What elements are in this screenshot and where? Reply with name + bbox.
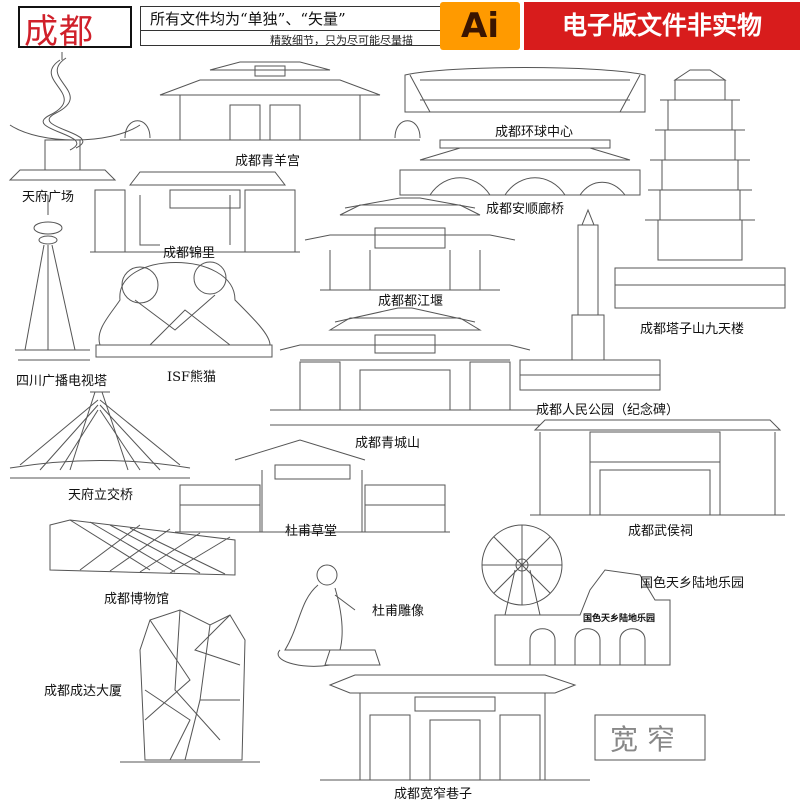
ai-logo-icon: [440, 2, 520, 50]
tv-tower-drawing: [15, 195, 90, 360]
wuhou-shrine-drawing: [530, 420, 785, 515]
page-title: 成都: [24, 12, 94, 52]
land-park-sign: 国色天乡陆地乐园: [583, 614, 656, 624]
label-anshun-bridge: 成都安顺廊桥: [486, 202, 565, 217]
label-wuhou-shrine: 成都武侯祠: [628, 524, 694, 539]
label-qingyang-palace: 成都青羊宫: [235, 154, 301, 169]
land-park-drawing: [482, 525, 670, 665]
label-dufu-cottage: 杜甫草堂: [285, 524, 338, 539]
banner-text: 电子版文件非实物: [561, 11, 762, 40]
label-tianfu-overpass: 天府立交桥: [68, 488, 134, 503]
title-frame: [18, 6, 132, 48]
anshun-bridge-drawing: [400, 140, 640, 195]
label-chengda-building: 成都成达大厦: [44, 684, 123, 699]
dujiangyan-gate-drawing: [305, 198, 515, 290]
label-panda: ISF熊猫: [167, 370, 217, 385]
notice-frame: [140, 6, 462, 46]
label-tazishan: 成都塔子山九天楼: [640, 322, 745, 337]
museum-drawing: [50, 520, 235, 575]
label-jinli: 成都锦里: [163, 246, 216, 261]
dufu-statue-drawing: [278, 565, 380, 666]
label-tianfu-square: 天府广场: [22, 190, 75, 205]
notice-line-2: 精致细节，只为尽可能尽量描: [270, 34, 413, 47]
dufu-cottage-drawing: [175, 440, 450, 532]
jinli-gate-drawing: [90, 172, 300, 252]
label-dufu-statue: 杜甫雕像: [372, 604, 425, 619]
label-museum: 成都博物馆: [104, 592, 170, 607]
notice-line-1: 所有文件均为“单独”、“矢量”: [150, 10, 346, 28]
tianfu-overpass-drawing: [10, 392, 190, 478]
kuanzhai-plaque: 宽 窄: [610, 723, 675, 756]
tazishan-pagoda-drawing: [615, 70, 785, 308]
global-center-drawing: [405, 68, 645, 113]
qingchengshan-gate-drawing: [270, 308, 540, 425]
kuanzhai-alley-drawing: [320, 675, 705, 780]
label-global-center: 成都环球中心: [495, 125, 574, 140]
label-kuanzhai-alley: 成都宽窄巷子: [394, 787, 473, 802]
panda-sculpture-drawing: [96, 262, 272, 357]
tianfu-square-drawing: [10, 52, 140, 180]
notice-divider: [140, 30, 460, 31]
chengda-building-drawing: [120, 610, 260, 762]
banner: [524, 2, 800, 50]
label-dujiangyan: 成都都江堰: [378, 294, 444, 309]
label-tv-tower: 四川广播电视塔: [16, 374, 108, 389]
label-peoples-park: 成都人民公园（纪念碑）: [536, 403, 680, 418]
qingyang-palace-drawing: [120, 62, 420, 140]
label-land-park: 国色天乡陆地乐园: [640, 576, 745, 591]
ai-logo-text: Ai: [461, 6, 499, 46]
peoples-park-monument-drawing: [520, 210, 660, 390]
label-qingchengshan: 成都青城山: [355, 436, 421, 451]
